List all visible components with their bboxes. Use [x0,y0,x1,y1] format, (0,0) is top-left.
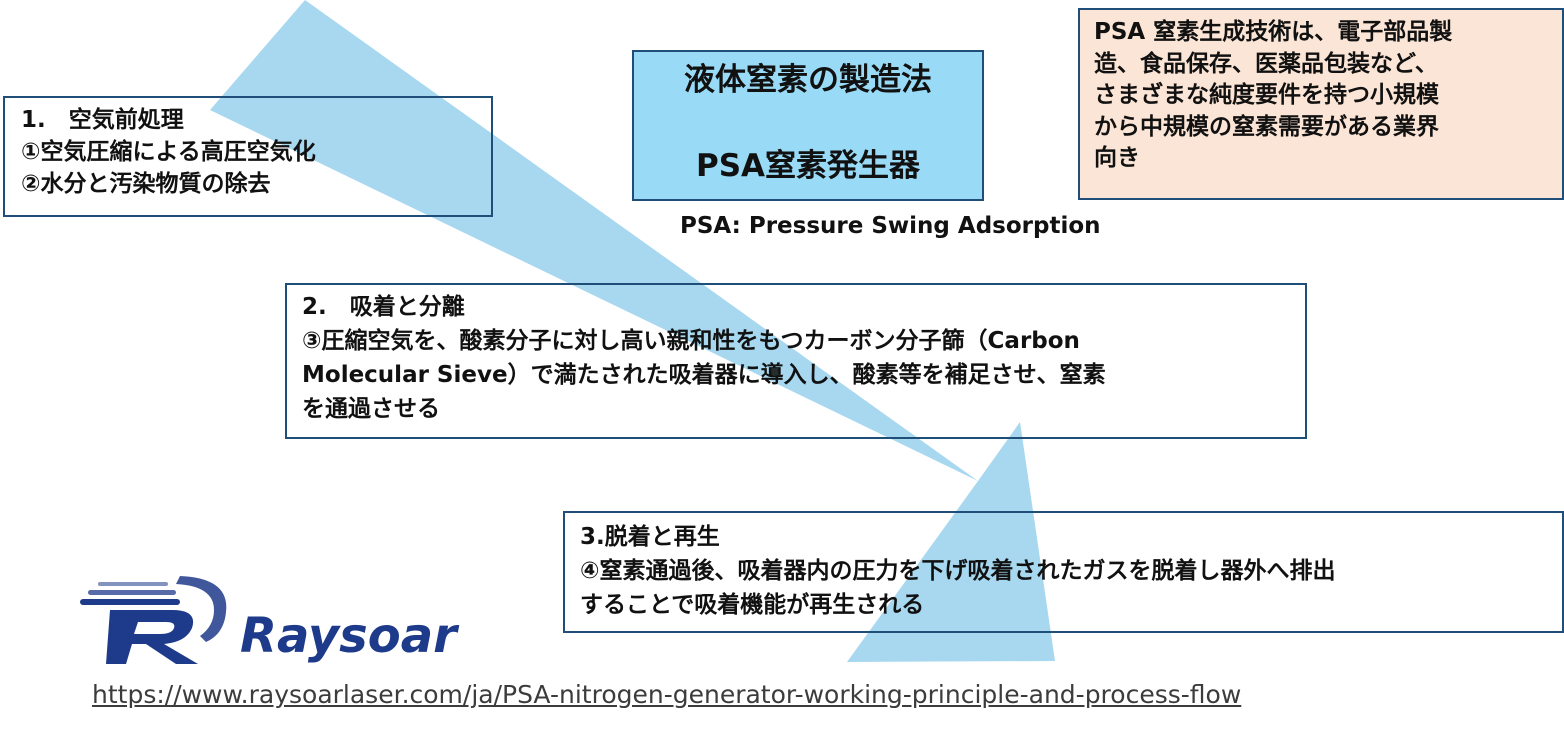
note-line-3: さまざまな純度要件を持つ小規模 [1094,82,1439,108]
raysoar-logo-wordmark: Raysoar [240,608,460,664]
step-3-line-1: ④窒素通過後、吸着器内の圧力を下げ吸着されたガスを脱着し器外へ排出 [580,558,1336,584]
step-1-item-1: ①空気圧縮による高圧空気化 [21,139,316,165]
source-url-link[interactable]: https://www.raysoarlaser.com/ja/PSA-nitr… [92,680,1242,709]
step-2-line-1: ③圧縮空気を、酸素分子に対し高い親和性をもつカーボン分子篩（Carbon [302,328,1080,354]
title-box: 液体窒素の製造法 PSA窒素発生器 [632,50,984,201]
step-2-line-3: を通過させる [302,396,440,422]
note-line-5: 向き [1094,145,1140,171]
note-line-1: PSA 窒素生成技術は、電子部品製 [1094,19,1453,45]
step-3-line-2: することで吸着機能が再生される [580,592,925,618]
note-box: PSA 窒素生成技術は、電子部品製 造、食品保存、医薬品包装など、 さまざまな純… [1078,8,1564,200]
flow-arrow-shape [210,0,1055,662]
step-2-box: 2. 吸着と分離 ③圧縮空気を、酸素分子に対し高い親和性をもつカーボン分子篩（C… [285,283,1307,439]
psa-abbreviation: PSA: Pressure Swing Adsorption [680,213,1101,239]
step-3-box: 3.脱着と再生 ④窒素通過後、吸着器内の圧力を下げ吸着されたガスを脱着し器外へ排… [563,511,1564,633]
note-line-2: 造、食品保存、医薬品包装など、 [1094,50,1438,77]
step-3-heading: 3.脱着と再生 [580,524,720,550]
title-line-1: 液体窒素の製造法 [684,62,932,98]
raysoar-logo: Raysoar [80,576,460,664]
step-1-heading: 1. 空気前処理 [21,107,184,133]
note-line-4: から中規模の窒素需要がある業界 [1094,113,1439,140]
raysoar-logo-mark [80,576,227,664]
step-1-item-2: ②水分と汚染物質の除去 [21,171,271,197]
step-1-box: 1. 空気前処理 ①空気圧縮による高圧空気化 ②水分と汚染物質の除去 [3,96,493,217]
title-line-2: PSA窒素発生器 [695,148,921,184]
step-2-line-2: Molecular Sieve）で満たされた吸着器に導入し、酸素等を補足させ、窒… [302,362,1106,388]
step-2-heading: 2. 吸着と分離 [302,294,465,320]
